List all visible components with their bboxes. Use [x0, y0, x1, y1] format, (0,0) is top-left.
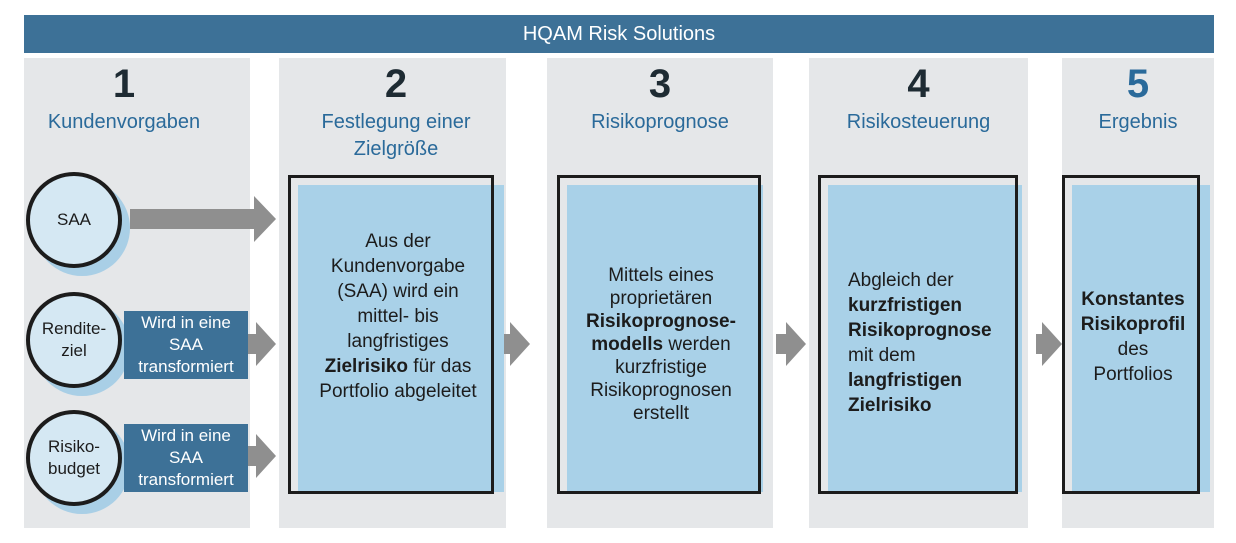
text-line: (SAA) wird ein: [337, 281, 459, 302]
text-line: Risikoprognosen: [590, 380, 732, 401]
step-number: 4: [907, 62, 930, 106]
text-line: Risikoprognose: [848, 318, 1008, 343]
arrow-right-icon: [776, 322, 806, 366]
text-line: des: [1117, 339, 1149, 360]
text-line: Zielrisiko: [848, 393, 1008, 418]
bold-term: kurzfristigen: [848, 295, 963, 316]
step-5-header: 5 Ergebnis: [1062, 62, 1214, 136]
bold-term: Risikoprognose-: [586, 311, 736, 332]
circle-label-line: Risiko-: [48, 437, 100, 456]
step-title: Risikosteuerung: [846, 111, 991, 133]
text-line: mittel- bis: [357, 306, 439, 327]
arrow-right-icon: [248, 434, 276, 478]
box-shadow: [828, 185, 1022, 492]
step-4-header: 4 Risikosteuerung: [809, 62, 1028, 136]
box-shadow: [1072, 185, 1210, 492]
bold-term: modells: [591, 334, 664, 355]
risikosteuerung-description: Abgleich der kurzfristigen Risikoprognos…: [828, 268, 1008, 418]
circle-label-line: Rendite-: [41, 319, 107, 338]
text-line: Zielrisiko für das: [292, 354, 504, 379]
text-line: langfristigen: [848, 368, 1008, 393]
arrow-right-icon: [248, 322, 276, 366]
text-line: Konstantes: [1064, 287, 1202, 312]
box-frame: [1062, 175, 1200, 494]
label-line: Wird in eine: [141, 426, 231, 445]
input-circle-risikobudget: Risiko- budget: [26, 410, 122, 506]
header-title: HQAM Risk Solutions: [522, 22, 716, 45]
text-line: mit dem: [848, 345, 916, 366]
arrow-right-icon: [130, 196, 276, 242]
box-frame: [818, 175, 1018, 494]
input-circle-saa: SAA: [26, 172, 122, 268]
transform-label-renditeziel: Wird in eine SAA transformiert: [124, 311, 248, 379]
bold-term: langfristigen: [848, 370, 963, 391]
text-line: Aus der: [365, 231, 431, 252]
text-span: für das: [408, 356, 472, 377]
text-line: proprietären: [609, 288, 713, 309]
step-2-header: 2 Festlegung einer Zielgröße: [286, 62, 506, 163]
label-line: Wird in eine: [141, 313, 231, 332]
box-shadow: [298, 185, 504, 492]
text-span: werden: [663, 334, 731, 355]
step-3-header: 3 Risikoprognose: [547, 62, 773, 136]
text-line: modells werden: [559, 333, 763, 356]
label-line: SAA: [168, 448, 203, 467]
circle-label-line: ziel: [61, 341, 87, 360]
label-line: SAA: [168, 335, 203, 354]
risikoprognose-description: Mittels eines proprietären Risikoprognos…: [559, 264, 763, 425]
text-line: Kundenvorgabe: [330, 256, 466, 277]
text-line: kurzfristigen: [848, 293, 1008, 318]
text-line: Abgleich der: [848, 270, 954, 291]
text-line: Portfolios: [1093, 364, 1173, 385]
input-circle-renditeziel: Rendite- ziel: [26, 292, 122, 388]
box-frame: [288, 175, 494, 494]
label-line: transformiert: [138, 357, 234, 376]
text-line: Portfolio abgeleitet: [319, 381, 477, 402]
step-number: 3: [648, 62, 672, 106]
step-number: 2: [384, 62, 408, 106]
box-frame: [557, 175, 761, 494]
step-title: Ergebnis: [1098, 111, 1178, 133]
text-line: erstellt: [633, 403, 689, 424]
bold-term: Risikoprognose: [848, 320, 992, 341]
step-number: 5: [1126, 62, 1150, 106]
circle-label: SAA: [56, 210, 92, 229]
text-line: Mittels eines: [608, 265, 714, 286]
text-line: Risikoprofil: [1064, 312, 1202, 337]
header-title-bar: HQAM Risk Solutions: [24, 15, 1214, 53]
text-line: kurzfristige: [615, 357, 707, 378]
step-title: Kundenvorgaben: [47, 111, 201, 133]
step-1-header: 1 Kundenvorgaben: [24, 62, 224, 136]
step-number: 1: [112, 62, 136, 106]
bold-term: Zielrisiko: [324, 356, 409, 377]
bold-term: Risikoprofil: [1080, 314, 1186, 335]
label-line: transformiert: [138, 470, 234, 489]
arrow-right-icon: [1036, 322, 1062, 366]
arrow-right-icon: [500, 322, 530, 366]
bold-term: Konstantes: [1081, 289, 1185, 310]
text-line: Risikoprognose-: [559, 310, 763, 333]
step-title: Risikoprognose: [591, 111, 729, 133]
text-line: langfristiges: [347, 331, 449, 352]
box-shadow: [567, 185, 763, 492]
bold-term: Zielrisiko: [848, 395, 932, 416]
zielgroesse-description: Aus der Kundenvorgabe (SAA) wird ein mit…: [292, 229, 504, 404]
transform-label-risikobudget: Wird in eine SAA transformiert: [124, 424, 248, 492]
step-title: Festlegung einer Zielgröße: [321, 111, 471, 160]
ergebnis-description: Konstantes Risikoprofil des Portfolios: [1064, 287, 1202, 387]
circle-label-line: budget: [48, 459, 100, 478]
